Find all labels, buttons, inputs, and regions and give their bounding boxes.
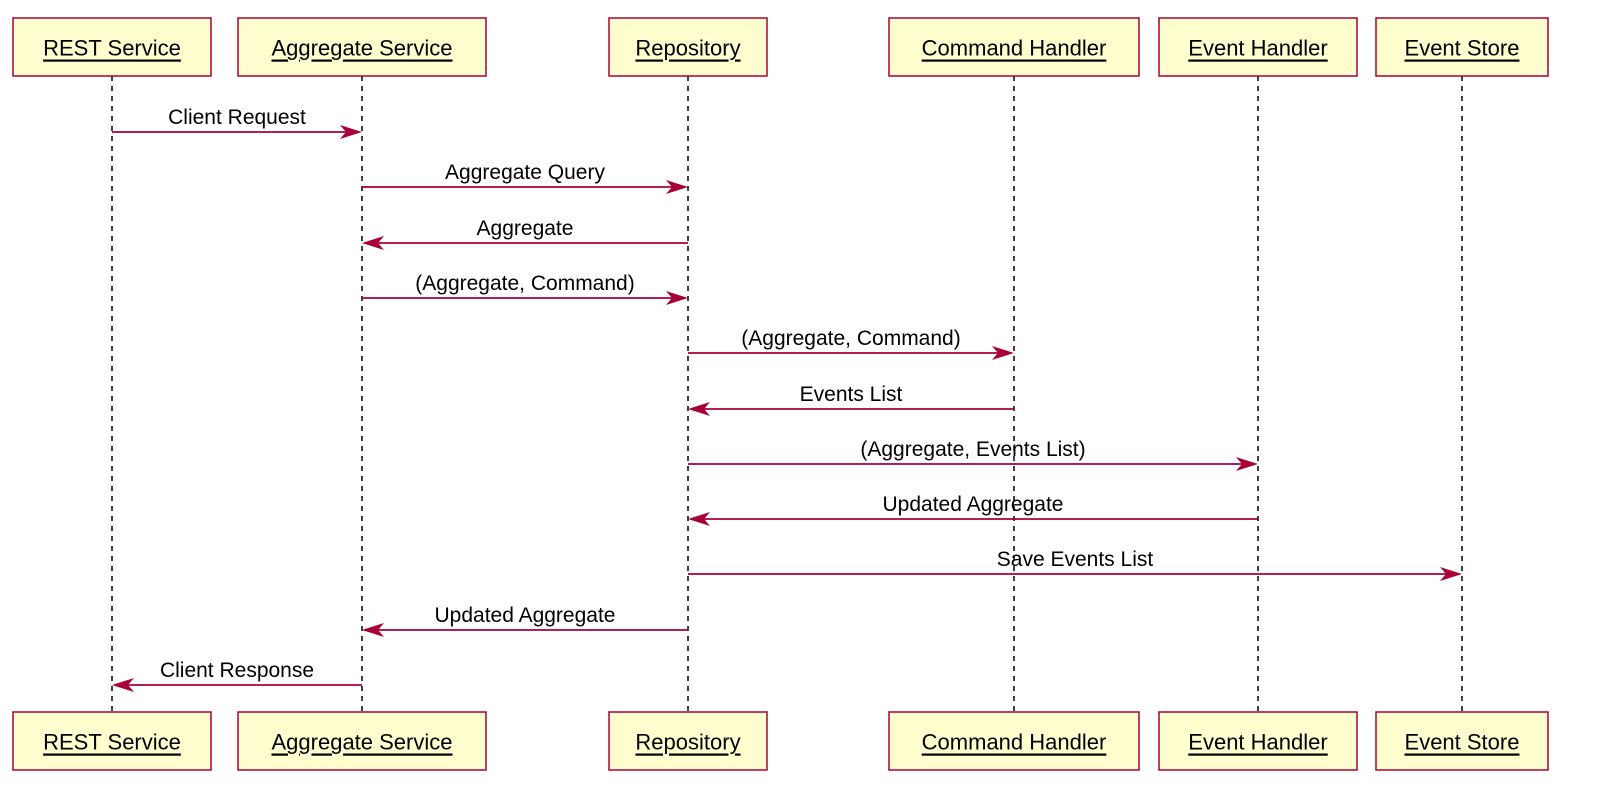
participant-box <box>237 711 487 771</box>
participant-box <box>12 17 212 77</box>
participant-label: Event Handler <box>1188 36 1327 61</box>
participant-top-evt: Event Handler <box>1158 17 1358 77</box>
message-7: Updated Aggregate <box>688 493 1258 526</box>
participant-box <box>12 711 212 771</box>
participant-bottom-rest: REST Service <box>12 711 212 771</box>
message-6: (Aggregate, Events List) <box>688 438 1258 471</box>
participant-box <box>888 711 1140 771</box>
participant-bottom-repo: Repository <box>608 711 768 771</box>
message-label: (Aggregate, Events List) <box>860 438 1085 461</box>
participant-box <box>1375 711 1549 771</box>
participant-box <box>1375 17 1549 77</box>
message-label: Events List <box>800 383 903 406</box>
message-1: Aggregate Query <box>362 161 688 194</box>
message-label: Save Events List <box>997 548 1154 571</box>
participant-box <box>608 711 768 771</box>
arrow-head-icon <box>688 402 710 416</box>
participant-label: Repository <box>635 730 740 755</box>
participant-top-rest: REST Service <box>12 17 212 77</box>
participant-top-store: Event Store <box>1375 17 1549 77</box>
message-2: Aggregate <box>362 217 688 250</box>
message-label: Aggregate Query <box>445 161 605 184</box>
participant-label: Repository <box>635 36 740 61</box>
participant-label: Command Handler <box>922 36 1107 61</box>
participant-bottom-cmd: Command Handler <box>888 711 1140 771</box>
arrow-head-icon <box>992 346 1014 360</box>
message-9: Updated Aggregate <box>362 604 688 637</box>
participant-label: Event Handler <box>1188 730 1327 755</box>
message-label: (Aggregate, Command) <box>741 327 960 350</box>
participant-box <box>1158 17 1358 77</box>
participant-top-agg: Aggregate Service <box>237 17 487 77</box>
participant-label: Command Handler <box>922 730 1107 755</box>
message-5: Events List <box>688 383 1014 416</box>
message-4: (Aggregate, Command) <box>688 327 1014 360</box>
message-label: Updated Aggregate <box>883 493 1064 516</box>
message-label: Client Request <box>168 106 306 129</box>
arrow-head-icon <box>1440 567 1462 581</box>
arrow-head-icon <box>1236 457 1258 471</box>
arrow-head-icon <box>340 125 362 139</box>
participant-box <box>237 17 487 77</box>
arrow-head-icon <box>666 291 688 305</box>
participant-label: Aggregate Service <box>272 730 453 755</box>
arrow-head-icon <box>688 512 710 526</box>
message-label: Aggregate <box>477 217 574 240</box>
participant-box <box>1158 711 1358 771</box>
message-label: Updated Aggregate <box>435 604 616 627</box>
arrow-head-icon <box>666 180 688 194</box>
participant-label: Aggregate Service <box>272 36 453 61</box>
participant-top-cmd: Command Handler <box>888 17 1140 77</box>
participant-bottom-store: Event Store <box>1375 711 1549 771</box>
lifelines <box>111 76 1463 712</box>
participant-row-bottom: REST Service Aggregate Service Repository C… <box>12 711 1549 771</box>
participant-bottom-agg: Aggregate Service <box>237 711 487 771</box>
participant-label: Event Store <box>1405 36 1520 61</box>
participant-top-repo: Repository <box>608 17 768 77</box>
participant-label: Event Store <box>1405 730 1520 755</box>
arrow-head-icon <box>112 678 134 692</box>
message-label: (Aggregate, Command) <box>415 272 634 295</box>
participant-box <box>888 17 1140 77</box>
message-label: Client Response <box>160 659 314 682</box>
participant-label: REST Service <box>43 36 181 61</box>
message-8: Save Events List <box>688 548 1462 581</box>
arrow-head-icon <box>362 623 384 637</box>
message-3: (Aggregate, Command) <box>362 272 688 305</box>
participant-box <box>608 17 768 77</box>
arrow-head-icon <box>362 236 384 250</box>
participant-row-top: REST Service Aggregate Service Repository C… <box>12 17 1549 77</box>
participant-label: REST Service <box>43 730 181 755</box>
participant-bottom-evt: Event Handler <box>1158 711 1358 771</box>
message-0: Client Request <box>112 106 362 139</box>
message-10: Client Response <box>112 659 362 692</box>
